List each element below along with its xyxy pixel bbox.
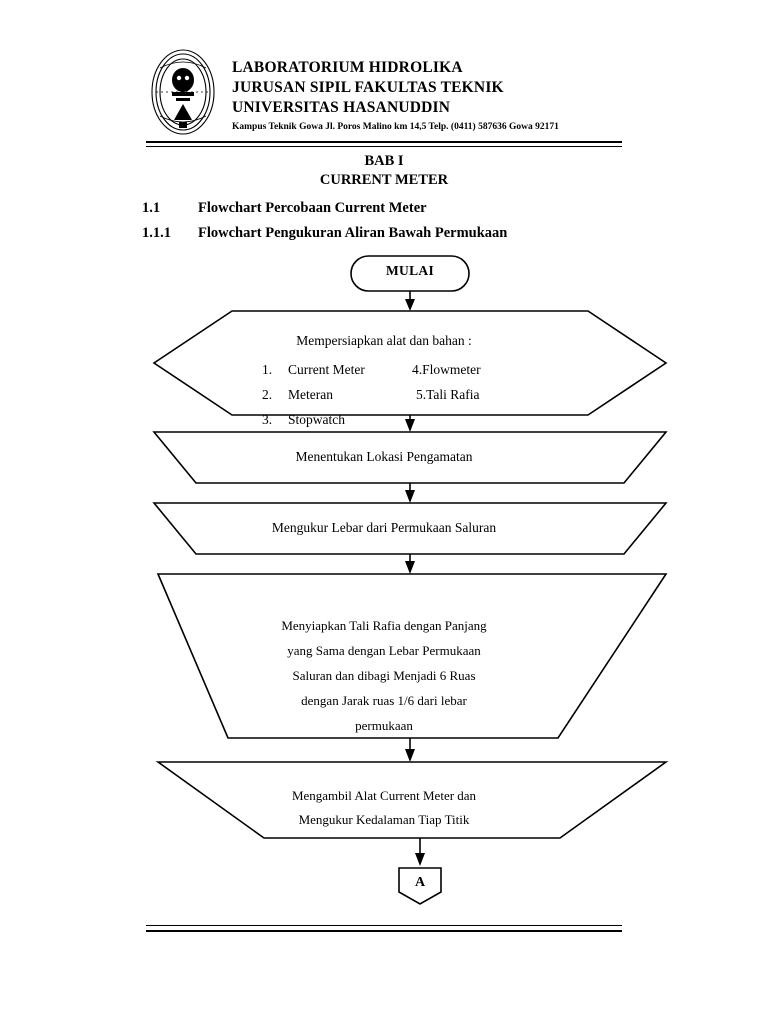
prepare-item-index: 3. bbox=[262, 412, 273, 427]
section-1-1: 1.1 Flowchart Percobaan Current Meter bbox=[142, 200, 427, 217]
prepare-row: 2. Meteran 5.Tali Rafia bbox=[262, 382, 562, 407]
prepare-row: 3. Stopwatch bbox=[262, 407, 562, 432]
flow-prepare-list: 1. Current Meter 4.Flowmeter 2. Meteran … bbox=[262, 357, 562, 432]
header-line-1: LABORATORIUM HIDROLIKA bbox=[232, 59, 463, 76]
chapter-title: CURRENT METER bbox=[319, 172, 449, 188]
prepare-item-label: Flowmeter bbox=[422, 362, 481, 377]
prepare-item-label: Stopwatch bbox=[288, 412, 345, 427]
prepare-item-index: 2. bbox=[262, 387, 273, 402]
prepare-item-label: Meteran bbox=[288, 387, 333, 402]
section-1-1-title: Flowchart Percobaan Current Meter bbox=[198, 200, 427, 216]
shape-prepare-hexagon bbox=[152, 310, 668, 416]
header-line-2: JURUSAN SIPIL FAKULTAS TEKNIK bbox=[232, 79, 504, 96]
universitas-hasanuddin-logo-icon bbox=[146, 48, 220, 136]
header-divider-thick bbox=[146, 141, 622, 143]
chapter-bab: BAB I bbox=[364, 153, 404, 169]
header-institution-block: LABORATORIUM HIDROLIKA JURUSAN SIPIL FAK… bbox=[232, 58, 622, 134]
prepare-row: 1. Current Meter 4.Flowmeter bbox=[262, 357, 562, 382]
shape-lebar-trapezoid bbox=[152, 502, 668, 555]
header-address: Kampus Teknik Gowa Jl. Poros Malino km 1… bbox=[232, 122, 559, 132]
footer-divider-thick bbox=[146, 930, 622, 932]
prepare-item: 1. Current Meter bbox=[262, 357, 412, 382]
footer-divider-thin bbox=[146, 925, 622, 926]
chapter-heading: BAB I CURRENT METER bbox=[146, 152, 622, 190]
section-1-1-1: 1.1.1 Flowchart Pengukuran Aliran Bawah P… bbox=[142, 225, 507, 242]
prepare-item-index: 5. bbox=[416, 387, 427, 402]
section-1-1-number: 1.1 bbox=[142, 200, 161, 216]
section-1-1-1-title: Flowchart Pengukuran Aliran Bawah Permuk… bbox=[198, 225, 508, 241]
header-line-3: UNIVERSITAS HASANUDDIN bbox=[232, 99, 451, 116]
section-1-1-1-number: 1.1.1 bbox=[142, 225, 171, 241]
prepare-item-label: Tali Rafia bbox=[426, 387, 480, 402]
shape-connector-a bbox=[398, 867, 442, 905]
prepare-item: 2. Meteran bbox=[262, 382, 412, 407]
prepare-item: 4.Flowmeter bbox=[412, 357, 481, 382]
shape-ambil-trapezoid bbox=[155, 761, 669, 839]
document-header: LABORATORIUM HIDROLIKA JURUSAN SIPIL FAK… bbox=[146, 46, 622, 138]
shape-rafia-trapezoid bbox=[156, 573, 668, 739]
prepare-item-index: 4. bbox=[412, 362, 423, 377]
prepare-item-index: 1. bbox=[262, 362, 273, 377]
prepare-item: 3. Stopwatch bbox=[262, 407, 412, 432]
prepare-item: 5.Tali Rafia bbox=[412, 382, 480, 407]
shape-lokasi-trapezoid bbox=[152, 431, 668, 484]
shape-start-terminator bbox=[350, 255, 470, 292]
header-divider-thin bbox=[146, 146, 622, 147]
prepare-item-label: Current Meter bbox=[288, 362, 365, 377]
